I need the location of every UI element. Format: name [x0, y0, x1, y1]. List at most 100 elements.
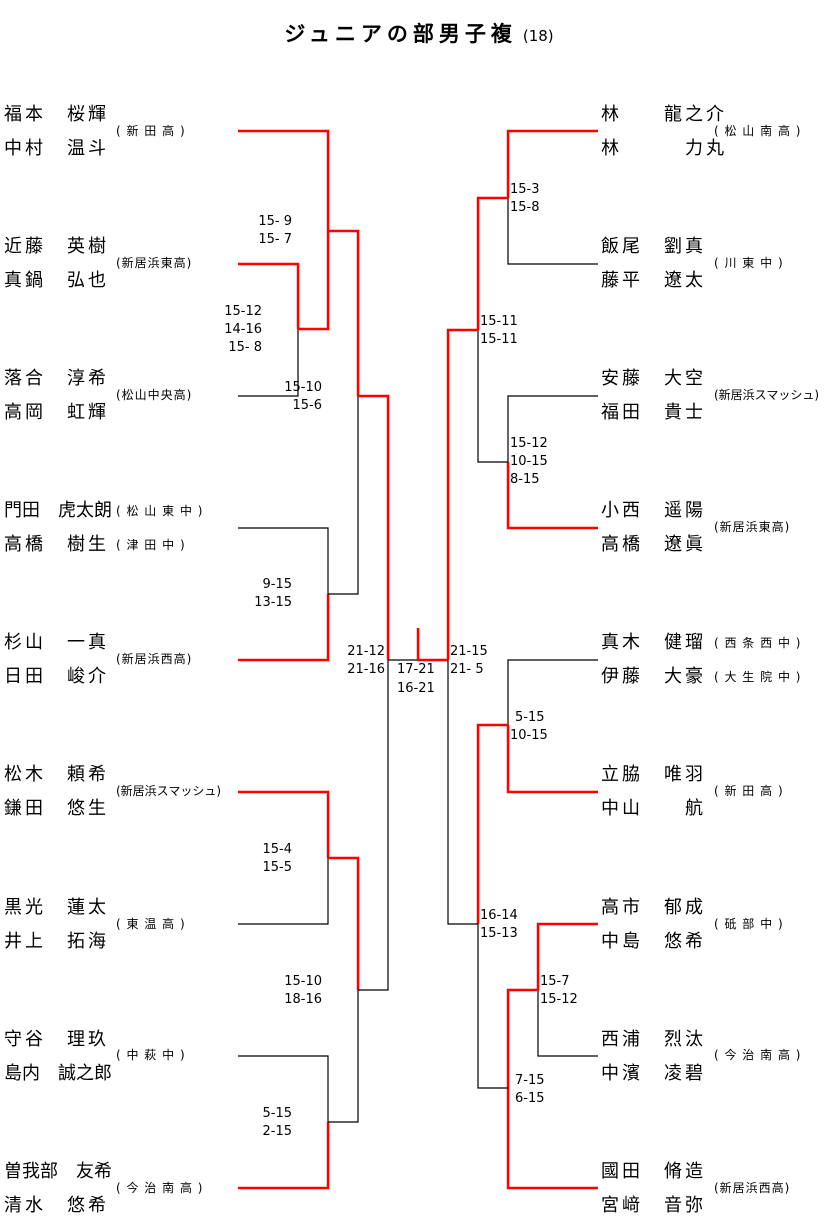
left-team-4-player-2: 高橋 樹生 [4, 534, 109, 555]
left-team-1-club: ( 新 田 高 ) [116, 124, 186, 138]
right-score-1v2-game-2: 15-8 [510, 200, 540, 215]
left-score-top-qf-game-1: 15-10 [284, 380, 322, 395]
left-score-semi-game-1: 21-12 [347, 644, 385, 659]
left-score-4v5-game-2: 13-15 [254, 595, 292, 610]
right-team-6-player-2: 中山 航 [601, 798, 706, 819]
right-team-4-club: (新居浜東高) [714, 520, 791, 534]
right-line-1v2-winner [476, 196, 508, 330]
right-team-7-club: ( 砥 部 中 ) [714, 917, 784, 931]
right-line-team-5 [507, 659, 598, 725]
right-line-team-2 [507, 198, 598, 265]
left-team-3-player-1: 落合 淳希 [4, 368, 109, 389]
left-line-team-7 [238, 858, 329, 925]
right-team-5-player-1: 真木 健瑠 [601, 632, 706, 653]
left-line-team-3 [238, 329, 299, 397]
left-line-team-6 [238, 790, 330, 858]
left-team-8-player-2: 島内 誠之郎 [4, 1063, 112, 1084]
left-line-4v5-winner [328, 396, 359, 595]
right-line-78v9-winner [477, 924, 508, 1089]
left-line-team-1 [238, 129, 330, 231]
right-team-5-club-1: ( 西 条 西 中 ) [714, 636, 802, 650]
right-team-8-club: ( 今 治 南 高 ) [714, 1048, 802, 1062]
right-team-1-player-2: 林 力丸 [601, 138, 727, 159]
right-team-6-club: ( 新 田 高 ) [714, 784, 784, 798]
left-team-6-player-2: 鎌田 悠生 [4, 798, 109, 819]
right-team-3-club: (新居浜スマッシュ) [714, 388, 820, 402]
right-line-team-8 [537, 990, 598, 1057]
left-team-7-player-2: 井上 拓海 [4, 931, 109, 952]
bracket-title: ジュニアの部男子複 (18) [0, 18, 838, 48]
right-team-1-player-1: 林 龍之介 [601, 104, 727, 125]
right-line-top-qf-winner [446, 328, 478, 660]
right-line-bot-qf-winner [447, 660, 478, 925]
right-line-team-1 [506, 129, 598, 198]
left-team-3-club: (松山中央高) [116, 388, 193, 402]
left-score-2v3-game-1: 15-12 [224, 304, 262, 319]
left-line-8v9-winner [328, 990, 359, 1123]
left-team-8-player-1: 守谷 理玖 [4, 1029, 109, 1050]
final-score-game-1: 17-21 [397, 662, 435, 677]
right-score-5v6-game-2: 10-15 [510, 728, 548, 743]
right-team-7-player-2: 中島 悠希 [601, 931, 706, 952]
left-score-6v7-game-2: 15-5 [262, 860, 292, 875]
left-line-6v7-winner [328, 856, 360, 990]
right-line-team-6 [506, 725, 598, 794]
right-score-3v4-game-1: 15-12 [510, 436, 548, 451]
left-score-bot-qf-game-1: 15-10 [284, 974, 322, 989]
left-line-team-8 [238, 1055, 329, 1122]
entry-count: (18) [522, 27, 554, 45]
left-team-4-club-2: ( 津 田 中 ) [116, 538, 186, 552]
left-score-semi-game-2: 21-16 [347, 662, 385, 677]
left-score-4v5-game-1: 9-15 [262, 577, 292, 592]
right-score-1v2-game-1: 15-3 [510, 182, 540, 197]
right-team-8-player-2: 中濱 凌碧 [601, 1063, 706, 1084]
right-team-2-club: ( 川 東 中 ) [714, 256, 784, 270]
left-team-9-club: ( 今 治 南 高 ) [116, 1181, 204, 1195]
right-team-4-player-2: 高橋 遼眞 [601, 534, 706, 555]
left-score-1v23-game-2: 15- 7 [258, 232, 292, 247]
right-team-9-player-1: 國田 脩造 [601, 1161, 706, 1182]
left-score-2v3-game-3: 15- 8 [228, 340, 262, 355]
left-team-4-player-1: 門田 虎太朗 [4, 500, 112, 521]
left-line-team-2 [238, 262, 300, 329]
right-line-team-7 [536, 922, 598, 990]
right-score-top-qf-game-1: 15-11 [480, 314, 518, 329]
left-team-8-club: ( 中 萩 中 ) [116, 1048, 186, 1062]
left-score-bot-qf-game-2: 18-16 [284, 992, 322, 1007]
right-team-5-club-2: ( 大 生 院 中 ) [714, 670, 802, 684]
right-score-7v8-game-1: 15-7 [540, 974, 570, 989]
left-score-6v7-game-1: 15-4 [262, 842, 292, 857]
right-line-team-3 [507, 395, 598, 462]
left-team-5-player-2: 日田 峻介 [4, 666, 109, 687]
left-line-team-9 [238, 1122, 330, 1190]
left-score-2v3-game-2: 14-16 [224, 322, 262, 337]
left-team-4-club-1: ( 松 山 東 中 ) [116, 504, 204, 518]
left-team-1-player-1: 福本 桜輝 [4, 104, 109, 125]
event-title: ジュニアの部男子複 [284, 22, 517, 46]
right-score-7v8-game-2: 15-12 [540, 992, 578, 1007]
left-line-bot-qf-winner [358, 660, 389, 991]
right-line-5v6-winner [476, 723, 508, 924]
right-team-1-club: ( 松 山 南 高 ) [714, 124, 802, 138]
right-team-6-player-1: 立脇 唯羽 [601, 764, 706, 785]
left-team-2-player-1: 近藤 英樹 [4, 236, 109, 257]
left-team-7-player-1: 黒光 蓮太 [4, 897, 109, 918]
left-team-2-club: (新居浜東高) [116, 256, 193, 270]
right-team-4-player-1: 小西 遥陽 [601, 500, 706, 521]
right-line-team-9 [506, 1088, 598, 1190]
right-score-78v9-game-2: 6-15 [515, 1091, 545, 1106]
left-line-top-qf-winner [358, 394, 390, 660]
right-line-7v8-winner [506, 988, 538, 1088]
right-score-bot-qf-game-2: 15-13 [480, 926, 518, 941]
right-score-semi-game-1: 21-15 [450, 644, 488, 659]
right-line-3v4-winner [477, 330, 508, 463]
right-score-3v4-game-2: 10-15 [510, 454, 548, 469]
right-team-9-player-2: 宮﨑 音弥 [601, 1195, 706, 1216]
left-score-8v9-game-1: 5-15 [262, 1106, 292, 1121]
right-team-8-player-1: 西浦 烈汰 [601, 1029, 706, 1050]
left-team-5-player-1: 杉山 一真 [4, 632, 109, 653]
right-team-9-club: (新居浜西高) [714, 1181, 791, 1195]
left-line-1v23-winner [328, 229, 360, 396]
left-score-top-qf-game-2: 15-6 [292, 398, 322, 413]
left-score-8v9-game-2: 2-15 [262, 1124, 292, 1139]
